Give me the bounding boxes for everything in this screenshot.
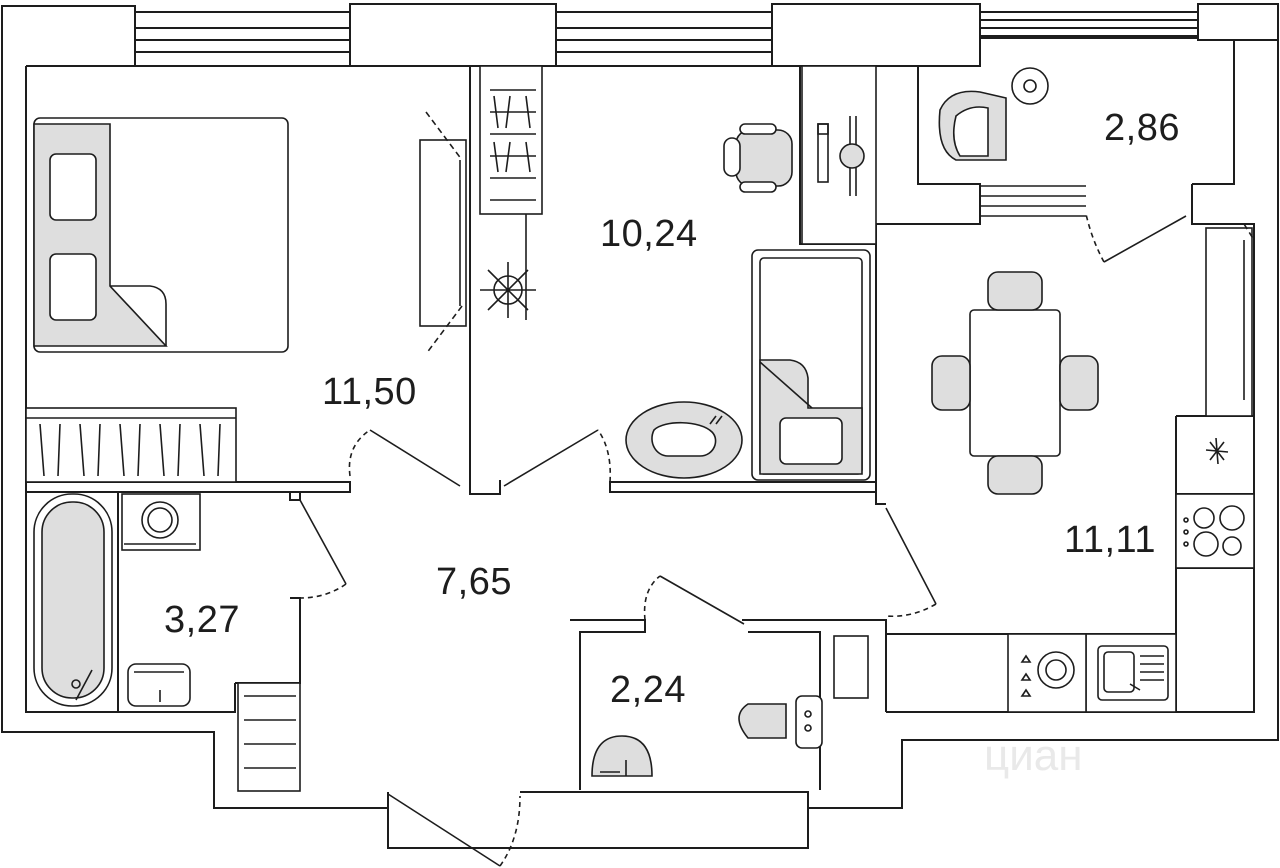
desk-kids xyxy=(801,65,877,245)
double-bed xyxy=(33,117,289,353)
toilet-walls xyxy=(570,619,646,790)
balcony-side-table xyxy=(1011,67,1049,105)
fridge xyxy=(1205,223,1255,417)
washing-machine xyxy=(121,493,201,551)
area-label-hallway: 7,65 xyxy=(436,561,512,603)
area-label-balcony: 2,86 xyxy=(1104,107,1180,149)
bathroom-sink xyxy=(127,663,191,707)
dishwasher xyxy=(1007,633,1087,713)
area-label-toilet: 2,24 xyxy=(610,669,686,711)
doors xyxy=(299,213,1187,867)
rug xyxy=(625,401,743,479)
tv-unit-bedroom xyxy=(419,111,467,355)
kitchen-sink xyxy=(1085,633,1177,713)
area-label-bathroom: 3,27 xyxy=(164,599,240,641)
kitchen-counter xyxy=(1175,437,1255,569)
single-bed xyxy=(751,249,871,481)
watermark: циан xyxy=(984,731,1083,780)
toilet-bowl xyxy=(738,695,823,749)
inner-wall-contour xyxy=(25,66,236,713)
wardrobe-kids xyxy=(479,65,543,215)
desk-chair-kids xyxy=(723,123,793,193)
bathtub xyxy=(33,493,113,707)
window-top-right xyxy=(980,19,1198,37)
wardrobe-bedroom xyxy=(25,407,237,483)
area-label-kids-room: 10,24 xyxy=(600,213,698,255)
toilet-sink xyxy=(591,735,653,777)
window-top-mid xyxy=(556,27,772,53)
area-label-bedroom: 11,50 xyxy=(322,371,417,413)
wardrobe-hall xyxy=(237,682,301,792)
area-label-kitchen-living: 11,11 xyxy=(1064,519,1156,561)
balcony-chair xyxy=(938,90,1007,161)
bedroom-partition xyxy=(26,481,351,493)
dining-table xyxy=(931,271,1099,495)
plant-icon xyxy=(480,214,536,320)
water-heater xyxy=(833,635,869,699)
window-top-left xyxy=(134,12,350,66)
